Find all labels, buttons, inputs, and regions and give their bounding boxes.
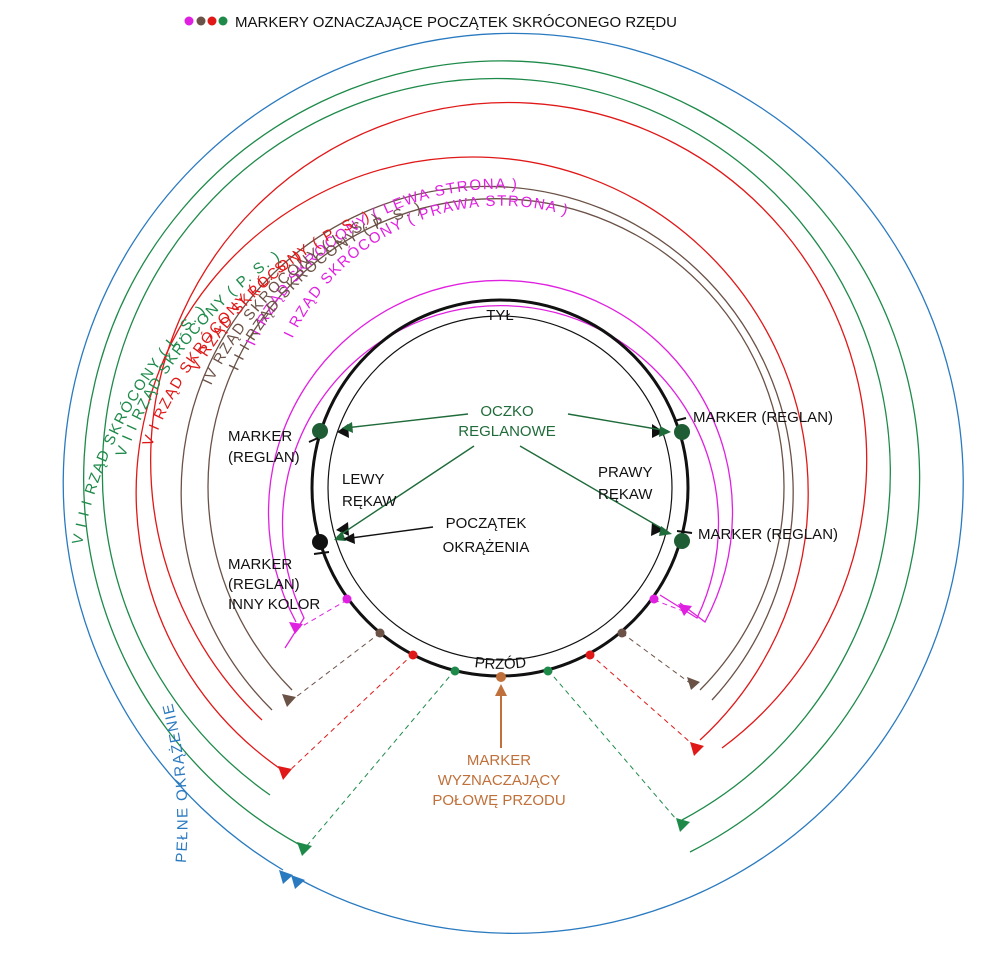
label-half-2: WYZNACZAJĄCY	[438, 772, 561, 789]
reglan-markers	[308, 417, 693, 555]
arc-arrowheads	[278, 604, 704, 889]
arrow-brown-right	[687, 677, 700, 690]
dash-green-left	[304, 669, 456, 849]
label-marker-tl-1: MARKER	[228, 428, 292, 445]
arc-row-2	[267, 279, 734, 623]
arrow-green-left	[297, 842, 312, 856]
label-poczatek-1: POCZĄTEK	[446, 515, 527, 532]
label-lewy-1: LEWY	[342, 471, 385, 488]
reglan-marker-tr	[674, 424, 690, 440]
reglan-tick-br	[676, 530, 693, 534]
arrow-blue-2	[291, 875, 305, 889]
pointer-head-bl	[334, 531, 346, 541]
arrow-red-left	[278, 766, 292, 780]
label-tyl: TYŁ	[486, 307, 514, 324]
label-oczko-2: REGLANOWE	[458, 423, 556, 440]
marker-half-front	[496, 672, 506, 682]
label-przod-path: PRZÓD	[474, 654, 528, 673]
pointer-start	[350, 526, 434, 539]
label-marker-tr: MARKER (REGLAN)	[693, 409, 833, 426]
marker-green-right	[543, 666, 553, 676]
marker-green-left	[450, 666, 460, 676]
pointer-to-br	[519, 445, 669, 533]
label-half-1: MARKER	[467, 752, 531, 769]
marker-magenta-right	[649, 594, 659, 604]
label-lewy-2: RĘKAW	[342, 493, 397, 510]
dash-green-right	[547, 669, 683, 827]
arrow-magenta-right	[678, 604, 692, 616]
pointer-head-br	[659, 526, 672, 536]
marker-red-right	[585, 650, 595, 660]
dash-brown-left	[291, 632, 381, 701]
half-front-arrowhead	[495, 684, 507, 696]
marker-red-left	[408, 650, 418, 660]
half-front-pointer	[495, 684, 507, 748]
pointer-head-tl	[342, 422, 353, 433]
arrow-brown-left	[282, 694, 296, 707]
dashed-connectors	[286, 599, 700, 849]
marker-brown-right	[617, 628, 627, 638]
arrow-magenta-left	[289, 622, 303, 634]
arc-row-7	[101, 77, 891, 821]
dash-red-left	[286, 653, 414, 774]
legend-dot-brown	[196, 16, 206, 26]
dash-magenta-left	[298, 599, 348, 629]
pointer-to-tl	[344, 413, 469, 429]
reglan-tick-bl	[313, 551, 330, 555]
row-arcs	[62, 32, 964, 934]
arc-row-3	[207, 198, 785, 691]
arrow-blue-1	[279, 870, 293, 884]
label-przod: PRZÓD	[474, 654, 528, 673]
arrowhead-tr	[652, 424, 664, 438]
short-row-markers	[342, 594, 659, 682]
label-marker-bl-1: MARKER	[228, 556, 292, 573]
dash-brown-right	[621, 632, 695, 687]
reglan-pointers	[336, 413, 669, 539]
legend-dot-magenta	[184, 16, 194, 26]
reglan-marker-bl-black	[312, 534, 328, 550]
arrow-green-right	[676, 818, 690, 832]
reglan-marker-tl	[312, 423, 328, 439]
label-oczko-1: OCZKO	[480, 403, 533, 420]
reglan-tick-tl	[308, 437, 319, 443]
label-prawy-1: PRAWY	[598, 464, 652, 481]
reglan-pointer-heads	[334, 422, 672, 544]
pointer-to-tr	[567, 413, 669, 432]
label-prawy-2: RĘKAW	[598, 486, 653, 503]
label-marker-tl-2: (REGLAN)	[228, 449, 300, 466]
label-marker-br: MARKER (REGLAN)	[698, 526, 838, 543]
pointer-head-start	[343, 533, 355, 544]
arrowhead-br	[651, 522, 664, 536]
dash-magenta-right	[653, 599, 684, 612]
legend-text: MARKERY OZNACZAJĄCE POCZĄTEK SKRÓCONEGO …	[235, 14, 677, 31]
arrowhead-bl	[336, 522, 349, 536]
label-poczatek-2: OKRĄŻENIA	[443, 538, 530, 556]
label-marker-bl-3: INNY KOLOR	[228, 596, 320, 613]
label-marker-bl-2: (REGLAN)	[228, 576, 300, 593]
arc-row-9	[62, 32, 964, 934]
dash-red-right	[589, 653, 700, 751]
legend-dot-red	[207, 16, 217, 26]
arc-row-8	[83, 60, 921, 853]
reglan-marker-br	[674, 533, 690, 549]
arc-row-4b	[180, 185, 794, 711]
arc-row-1	[281, 304, 720, 649]
pointer-to-bl	[336, 445, 475, 538]
reglan-tick-tr	[673, 417, 687, 422]
legend: MARKERY OZNACZAJĄCE POCZĄTEK SKRÓCONEGO …	[184, 14, 677, 31]
inner-round-circle	[327, 315, 673, 661]
pointer-head-tr	[659, 426, 671, 437]
marker-magenta-left	[342, 594, 352, 604]
marker-brown-left	[375, 628, 385, 638]
arc-row-5	[135, 156, 809, 771]
label-half-3: POŁOWĘ PRZODU	[432, 792, 565, 809]
legend-dot-green	[218, 16, 228, 26]
arc-row-6	[150, 101, 868, 749]
